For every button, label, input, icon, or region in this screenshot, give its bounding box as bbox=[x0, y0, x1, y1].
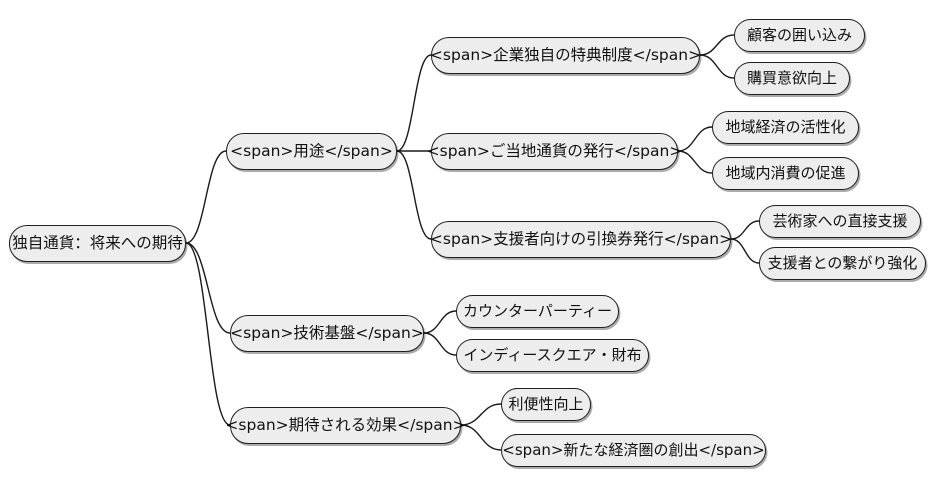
edge-hikikae-to-geijutsuka bbox=[730, 220, 760, 240]
node-indiesquare-wallet[interactable]: インディースクエア・財布 bbox=[456, 339, 649, 372]
node-shienshya-tsunagari[interactable]: 支援者との繋がり強化 bbox=[759, 247, 926, 280]
edge-tokuten-to-kobai bbox=[699, 54, 735, 79]
edge-kitai-to-riben bbox=[460, 403, 502, 426]
node-gotouchi-tsuka[interactable]: <span>ご当地通貨の発行</span> bbox=[427, 133, 682, 170]
node-yoto[interactable]: <span>用途</span> bbox=[226, 133, 397, 170]
node-hikikaeken[interactable]: <span>支援者向けの引換券発行</span> bbox=[429, 221, 733, 258]
node-keizaiken-sosyutsu[interactable]: <span>新たな経済圏の創出</span> bbox=[501, 434, 766, 467]
node-keizaiken-sosyutsu-label: <span>新たな経済圏の創出</span> bbox=[502, 441, 765, 459]
edge-gotouchi-to-chiiki-shohi bbox=[677, 150, 713, 174]
node-hikikaeken-label: <span>支援者向けの引換券発行</span> bbox=[429, 229, 733, 248]
node-chiiki-shohi-label: 地域内消費の促進 bbox=[725, 164, 846, 182]
edge-yoto-to-hikikae bbox=[396, 150, 432, 240]
node-shienshya-tsunagari-label: 支援者との繋がり強化 bbox=[767, 254, 918, 272]
edge-gotouchi-to-chiiki-keizai bbox=[677, 126, 713, 152]
node-counterparty[interactable]: カウンターパーティー bbox=[456, 295, 619, 328]
node-kitai-kouka-label: <span>期待される効果</span> bbox=[225, 415, 466, 434]
edge-kitai-to-keizaiken bbox=[460, 424, 502, 451]
node-kigyo-tokuten-label: <span>企業独自の特典制度</span> bbox=[429, 45, 702, 64]
edge-root-to-yoto bbox=[185, 150, 227, 244]
node-indiesquare-wallet-label: インディースクエア・財布 bbox=[463, 346, 642, 364]
edge-root-to-kitai bbox=[185, 242, 231, 426]
node-chiiki-shohi[interactable]: 地域内消費の促進 bbox=[712, 157, 859, 190]
edge-gijutsu-to-indiesquare bbox=[423, 332, 457, 356]
node-chiiki-keizai-label: 地域経済の活性化 bbox=[725, 118, 846, 136]
node-ribensei-kojo-label: 利便性向上 bbox=[508, 395, 584, 413]
node-yoto-label: <span>用途</span> bbox=[230, 141, 393, 160]
edge-root-to-gijutsu bbox=[185, 242, 231, 334]
node-root-label: 独自通貨：将来への期待 bbox=[12, 233, 183, 252]
node-geijutsuka-shien-label: 芸術家への直接支援 bbox=[772, 212, 908, 230]
node-kokyaku-kakoikomi[interactable]: 顧客の囲い込み bbox=[734, 19, 865, 52]
node-gijutsu-kiban-label: <span>技術基盤</span> bbox=[230, 323, 424, 342]
edge-tokuten-to-kakoikomi bbox=[699, 34, 735, 56]
node-ribensei-kojo[interactable]: 利便性向上 bbox=[501, 388, 591, 421]
node-kobai-iyoku[interactable]: 購買意欲向上 bbox=[734, 62, 850, 95]
node-gijutsu-kiban[interactable]: <span>技術基盤</span> bbox=[230, 315, 424, 352]
node-kobai-iyoku-label: 購買意欲向上 bbox=[746, 69, 837, 87]
node-geijutsuka-shien[interactable]: 芸術家への直接支援 bbox=[759, 205, 921, 238]
node-kitai-kouka[interactable]: <span>期待される効果</span> bbox=[225, 407, 466, 444]
node-root[interactable]: 独自通貨：将来への期待 bbox=[9, 225, 186, 262]
node-kigyo-tokuten[interactable]: <span>企業独自の特典制度</span> bbox=[429, 37, 702, 74]
edge-gijutsu-to-counterparty bbox=[423, 310, 457, 334]
node-kokyaku-kakoikomi-label: 顧客の囲い込み bbox=[746, 26, 852, 44]
node-chiiki-keizai[interactable]: 地域経済の活性化 bbox=[712, 111, 859, 144]
edge-yoto-to-tokuten bbox=[396, 54, 432, 152]
node-gotouchi-tsuka-label: <span>ご当地通貨の発行</span> bbox=[426, 141, 683, 160]
edge-hikikae-to-shienshya bbox=[730, 238, 760, 264]
node-counterparty-label: カウンターパーティー bbox=[463, 302, 612, 320]
